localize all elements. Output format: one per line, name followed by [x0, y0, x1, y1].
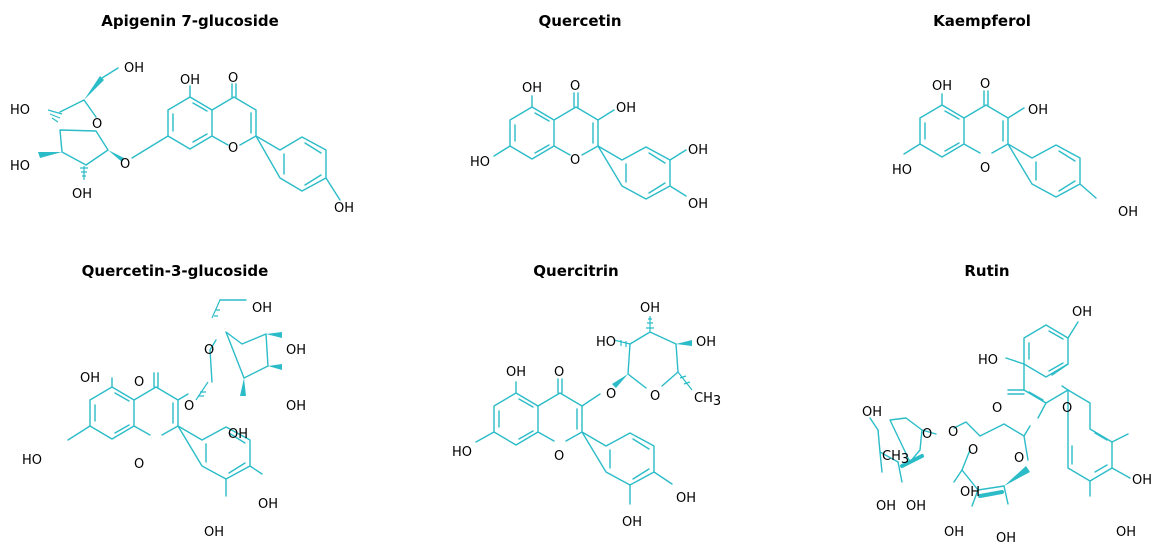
atom-o: O [120, 157, 130, 172]
atom-o: O [134, 375, 144, 390]
atom-oh: OH [960, 485, 980, 500]
atom-o: O [554, 449, 564, 464]
atom-ch3: CH3 [882, 449, 909, 467]
atom-oh: OH [1132, 473, 1152, 488]
atom-oh: OH [204, 525, 224, 540]
atom-ho: HO [452, 445, 472, 460]
atom-o: O [650, 389, 660, 404]
atom-o: O [134, 457, 144, 472]
atom-oh: OH [696, 335, 716, 350]
wedge-bond [84, 76, 104, 100]
structure-kaempferol: OH O OH HO O OH [892, 77, 1138, 220]
structure-quercitrin: OH HO OH O O CH3 OH O HO O OH OH [452, 301, 721, 530]
atom-labels: OH HO HO OH O O OH O O OH [10, 61, 354, 216]
atom-o: O [92, 117, 102, 132]
atom-oh: OH [944, 525, 964, 540]
atom-oh: OH [522, 81, 542, 96]
atom-oh: OH [334, 201, 354, 216]
atom-ho: HO [470, 155, 490, 170]
glucose-ring [38, 67, 124, 180]
atom-o: O [204, 343, 214, 358]
atom-o: O [570, 79, 580, 94]
atom-oh: OH [932, 79, 952, 94]
flavonol-core [493, 92, 687, 200]
atom-oh: OH [688, 197, 708, 212]
atom-oh: OH [640, 301, 660, 316]
atom-oh: OH [286, 343, 306, 358]
atom-labels: OH O OH HO O OH [892, 77, 1138, 220]
atom-labels: OH O OH OH OH O OH O HO O OH OH [22, 301, 306, 540]
atom-oh: OH [258, 497, 278, 512]
atom-ho: HO [892, 163, 912, 178]
atom-labels: OH O OH HO O OH OH [470, 79, 708, 212]
flavonol-core [903, 90, 1097, 199]
atom-o: O [922, 427, 932, 442]
atom-oh: OH [286, 399, 306, 414]
atom-ch3: CH3 [694, 391, 721, 409]
atom-oh: OH [228, 427, 248, 442]
flavonol-core [1005, 321, 1131, 497]
atom-oh: OH [124, 61, 144, 76]
compound-title-kaempferol: Kaempferol [933, 12, 1031, 30]
atom-o: O [1062, 401, 1072, 416]
atom-ho: HO [978, 353, 998, 368]
atom-o: O [948, 425, 958, 440]
atom-oh: OH [1028, 103, 1048, 118]
compound-title-quercetin: Quercetin [538, 12, 622, 30]
structure-quercetin-3-glucoside: OH O OH OH OH O OH O HO O OH OH [22, 299, 306, 540]
atom-ho: HO [10, 159, 30, 174]
atom-labels: OH HO O O O O O O OH CH3 OH OH OH OH OH … [862, 305, 1152, 543]
atom-ho: HO [596, 335, 616, 350]
flavone-core [131, 83, 341, 201]
rhamnose-ring [869, 417, 937, 483]
atom-labels: OH HO OH O O CH3 OH O HO O OH OH [452, 301, 721, 530]
atom-o: O [554, 365, 564, 380]
atom-oh: OH [72, 187, 92, 202]
atom-oh: OH [506, 365, 526, 380]
atom-o: O [980, 77, 990, 92]
atom-o: O [228, 71, 238, 86]
glucose-ring [953, 421, 1031, 507]
atom-oh: OH [180, 73, 200, 88]
rhamnose-ring [612, 316, 693, 391]
atom-o: O [606, 387, 616, 402]
atom-o: O [184, 399, 194, 414]
atom-oh: OH [622, 515, 642, 530]
atom-o: O [992, 401, 1002, 416]
compound-title-apigenin-7-glucoside: Apigenin 7-glucoside [101, 12, 279, 30]
atom-oh: OH [862, 405, 882, 420]
structure-rutin: OH HO O O O O O O OH CH3 OH OH OH OH OH … [862, 305, 1152, 543]
atom-oh: OH [616, 101, 636, 116]
atom-oh: OH [996, 531, 1016, 543]
atom-oh: OH [876, 499, 896, 514]
atom-oh: OH [676, 491, 696, 506]
compound-title-rutin: Rutin [964, 262, 1010, 280]
atom-o: O [968, 443, 978, 458]
atom-oh: OH [80, 371, 100, 386]
flavonol-core [67, 372, 263, 497]
atom-oh: OH [688, 143, 708, 158]
glucose-ring [195, 299, 282, 401]
atom-oh: OH [252, 301, 272, 316]
atom-ho: HO [10, 103, 30, 118]
atom-o: O [228, 141, 238, 156]
atom-o: O [570, 153, 580, 168]
compound-title-quercitrin: Quercitrin [533, 262, 619, 280]
structure-quercetin: OH O OH HO O OH OH [470, 79, 708, 212]
atom-ho: HO [22, 453, 42, 468]
atom-oh: OH [1118, 205, 1138, 220]
flavonol-core [475, 378, 673, 505]
atom-oh: OH [906, 499, 926, 514]
structure-apigenin-7-glucoside: OH HO HO OH O O OH O O OH [10, 61, 354, 216]
atom-o: O [1014, 451, 1024, 466]
atom-oh: OH [1116, 525, 1136, 540]
atom-oh: OH [1072, 305, 1092, 320]
compound-title-quercetin-3-glucoside: Quercetin-3-glucoside [81, 262, 269, 280]
atom-o: O [980, 161, 990, 176]
